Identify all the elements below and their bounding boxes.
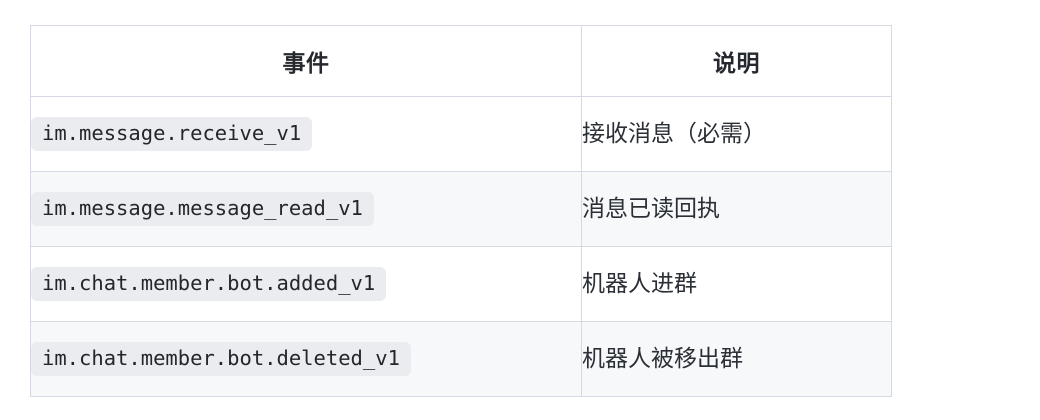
table-row: im.chat.member.bot.deleted_v1 机器人被移出群 <box>30 321 892 397</box>
cell-event: im.message.receive_v1 <box>30 96 582 172</box>
cell-event: im.chat.member.bot.added_v1 <box>30 246 582 322</box>
cell-event: im.chat.member.bot.deleted_v1 <box>30 321 582 397</box>
table-header-row: 事件 说明 <box>30 25 892 97</box>
table-row: im.message.receive_v1 接收消息（必需） <box>30 96 892 172</box>
table-header: 事件 说明 <box>30 25 892 97</box>
column-header-description: 说明 <box>581 25 892 97</box>
event-table-container: 事件 说明 im.message.receive_v1 接收消息（必需） im.… <box>30 25 892 397</box>
event-code-chip: im.message.receive_v1 <box>31 116 313 152</box>
event-table: 事件 说明 im.message.receive_v1 接收消息（必需） im.… <box>30 25 892 397</box>
table-body: im.message.receive_v1 接收消息（必需） im.messag… <box>30 96 892 397</box>
cell-description: 机器人被移出群 <box>581 321 892 397</box>
event-code-chip: im.message.message_read_v1 <box>31 191 374 227</box>
cell-description: 消息已读回执 <box>581 171 892 247</box>
column-header-event: 事件 <box>30 25 582 97</box>
cell-description: 机器人进群 <box>581 246 892 322</box>
cell-description: 接收消息（必需） <box>581 96 892 172</box>
cell-event: im.message.message_read_v1 <box>30 171 582 247</box>
event-code-chip: im.chat.member.bot.deleted_v1 <box>31 341 411 377</box>
table-row: im.message.message_read_v1 消息已读回执 <box>30 171 892 247</box>
event-code-chip: im.chat.member.bot.added_v1 <box>31 266 387 302</box>
table-row: im.chat.member.bot.added_v1 机器人进群 <box>30 246 892 322</box>
